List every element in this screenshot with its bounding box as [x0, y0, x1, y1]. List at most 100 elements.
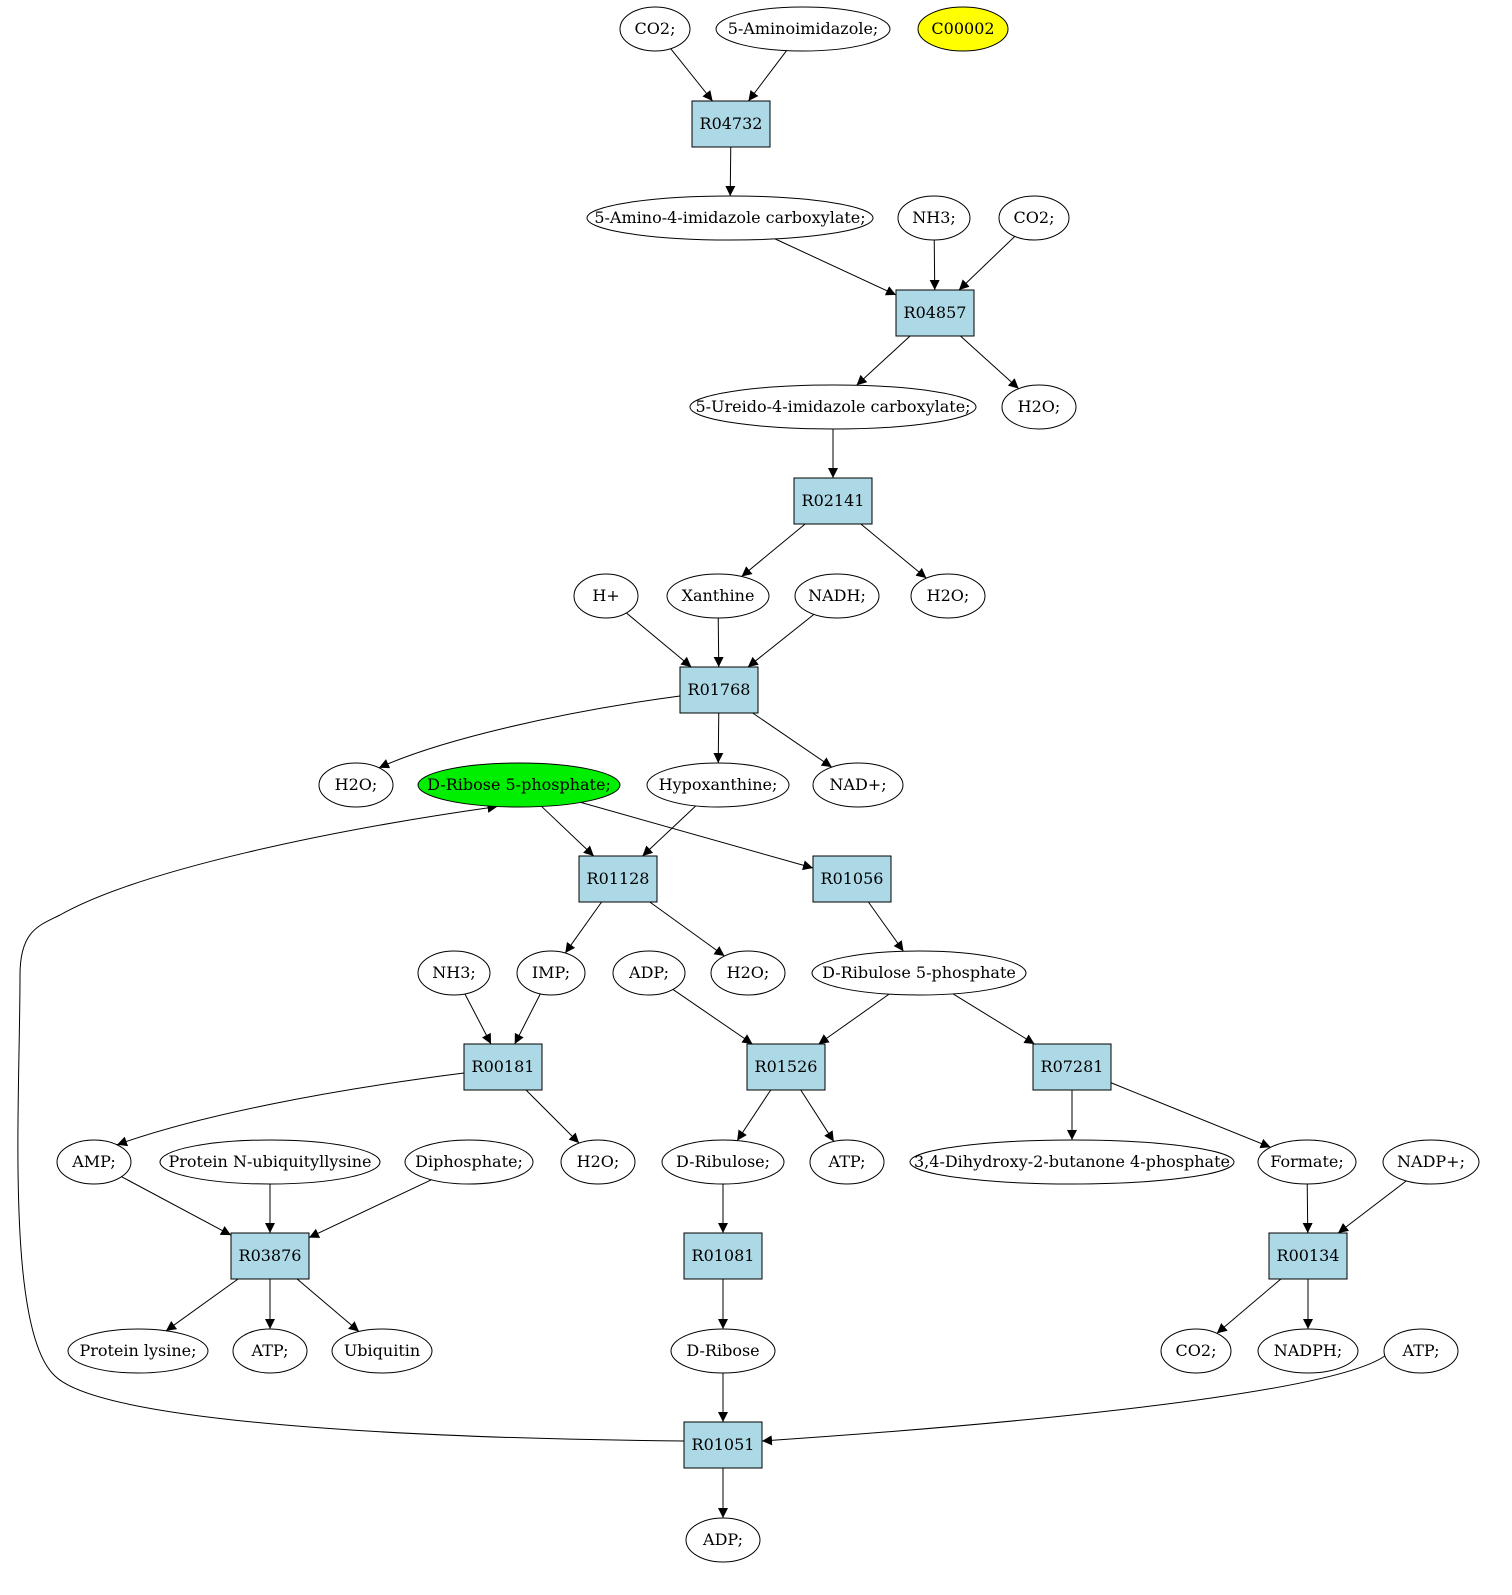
compound-node-nadpplus: NADP+;	[1382, 1139, 1480, 1185]
compound-shape	[715, 6, 891, 52]
compound-node-atp_a: ATP;	[809, 1139, 885, 1185]
edge-ru5p-to-r01526	[818, 993, 890, 1045]
reaction-node-r07281: R07281	[1032, 1043, 1112, 1091]
edge-r01526-to-atp_a	[800, 1089, 835, 1142]
compound-node-ubiquitin: Ubiquitin	[331, 1328, 433, 1374]
compound-node-dribulose: D-Ribulose;	[661, 1139, 785, 1185]
compound-node-hypoxanthine: Hypoxanthine;	[646, 762, 790, 808]
reaction-node-r00181: R00181	[463, 1043, 543, 1091]
compound-shape	[998, 195, 1070, 241]
compound-label: ADP;	[628, 963, 669, 982]
compound-shape	[794, 573, 880, 619]
compound-shape	[1257, 1139, 1357, 1185]
reaction-node-r04732: R04732	[691, 100, 771, 148]
compound-label: CO2;	[635, 19, 676, 38]
compound-node-adp_a: ADP;	[612, 950, 686, 996]
compound-node-nh3_b: NH3;	[417, 950, 491, 996]
edge-r00181-to-amp	[116, 1072, 465, 1147]
compound-label: D-Ribulose 5-phosphate	[822, 963, 1016, 982]
compound-shape	[910, 573, 986, 619]
compound-label: Protein N-ubiquityllysine	[168, 1152, 371, 1171]
reaction-box	[895, 289, 975, 337]
compound-shape	[67, 1328, 209, 1374]
edge-r01768-to-nadplus	[752, 712, 833, 768]
reaction-label: R01081	[692, 1246, 755, 1265]
compound-node-aminoimidazole: 5-Aminoimidazole;	[715, 6, 891, 52]
compound-shape	[689, 384, 977, 430]
edge-r07281-to-formate	[1110, 1082, 1271, 1149]
reaction-label: R00134	[1277, 1246, 1340, 1265]
compound-shape	[1001, 384, 1077, 430]
compound-node-c00002: C00002	[917, 6, 1009, 52]
compound-label: AMP;	[71, 1152, 116, 1171]
compound-shape	[1382, 1139, 1480, 1185]
compound-label: ADP;	[702, 1530, 743, 1549]
compound-label: NADH;	[808, 586, 866, 605]
compound-label: NADP+;	[1397, 1152, 1465, 1171]
edge-r00181-to-h2o_e	[525, 1089, 580, 1144]
reaction-label: R01768	[688, 680, 751, 699]
reaction-node-r04857: R04857	[895, 289, 975, 337]
reaction-box	[679, 666, 759, 714]
edge-r04732-to-aica	[725, 146, 736, 197]
compound-shape	[646, 762, 790, 808]
compound-label: CO2;	[1176, 1341, 1217, 1360]
compound-node-ru5p: D-Ribulose 5-phosphate	[811, 950, 1027, 996]
edge-r03876-to-plys	[165, 1278, 239, 1332]
edge-r01128-to-h2o_d	[649, 901, 725, 957]
reaction-label: R01526	[755, 1057, 818, 1076]
reaction-node-r02141: R02141	[793, 477, 873, 525]
edge-r01768-to-h2o_c	[378, 695, 681, 769]
reaction-box	[691, 100, 771, 148]
reaction-node-r03876: R03876	[230, 1232, 310, 1280]
edge-r04857-to-h2o_a	[960, 335, 1020, 389]
compound-label: D-Ribose	[686, 1341, 759, 1360]
edge-r01056-to-ru5p	[867, 901, 904, 952]
compound-shape	[619, 6, 691, 52]
compound-label: Protein lysine;	[79, 1341, 196, 1360]
compound-shape	[56, 1139, 132, 1185]
reaction-box	[1032, 1043, 1112, 1091]
compound-node-co2_c: CO2;	[1160, 1328, 1232, 1374]
compound-shape	[809, 1139, 885, 1185]
compound-label: NADPH;	[1274, 1341, 1343, 1360]
compound-label: NH3;	[912, 208, 956, 227]
compound-node-xanthine: Xanthine	[666, 573, 770, 619]
edge-co2_a-to-r04732	[670, 48, 713, 102]
compound-node-co2_a: CO2;	[619, 6, 691, 52]
compound-node-aica: 5-Amino-4-imidazole carboxylate;	[586, 195, 874, 241]
compound-shape	[586, 195, 874, 241]
compound-shape	[917, 6, 1009, 52]
reaction-box	[746, 1043, 826, 1091]
compound-shape	[331, 1328, 433, 1374]
compound-label: Xanthine	[682, 586, 755, 605]
reaction-label: R01056	[821, 869, 884, 888]
compound-shape	[318, 762, 394, 808]
edge-r03876-to-ubiquitin	[296, 1278, 360, 1332]
edge-r04857-to-ureido	[856, 335, 911, 386]
compound-label: D-Ribulose;	[676, 1152, 770, 1171]
compound-shape	[560, 1139, 636, 1185]
compound-shape	[404, 1139, 534, 1185]
compound-label: ATP;	[828, 1152, 866, 1171]
reaction-node-r01526: R01526	[746, 1043, 826, 1091]
edge-r00134-to-co2_c	[1216, 1278, 1282, 1334]
edge-r5p-to-r01056	[580, 801, 814, 871]
reaction-node-r01768: R01768	[679, 666, 759, 714]
compound-node-plys: Protein lysine;	[67, 1328, 209, 1374]
edge-aminoimidazole-to-r04732	[748, 50, 788, 102]
compound-label: H2O;	[927, 586, 970, 605]
compound-label: Ubiquitin	[344, 1341, 420, 1360]
edge-hypoxanthine-to-r01128	[642, 805, 697, 857]
compound-node-h2o_c: H2O;	[318, 762, 394, 808]
compound-node-amp: AMP;	[56, 1139, 132, 1185]
compound-label: H2O;	[335, 775, 378, 794]
edge-formate-to-r00134	[1302, 1183, 1313, 1234]
reaction-box	[463, 1043, 543, 1091]
compound-node-dhbp: 3,4-Dihydroxy-2-butanone 4-phosphate	[909, 1139, 1235, 1185]
reaction-node-r01051: R01051	[683, 1421, 763, 1469]
edge-nadh-to-r01768	[747, 613, 815, 668]
edge-r01526-to-dribulose	[736, 1089, 772, 1141]
reaction-box	[683, 1421, 763, 1469]
compound-label: Hypoxanthine;	[659, 775, 778, 794]
